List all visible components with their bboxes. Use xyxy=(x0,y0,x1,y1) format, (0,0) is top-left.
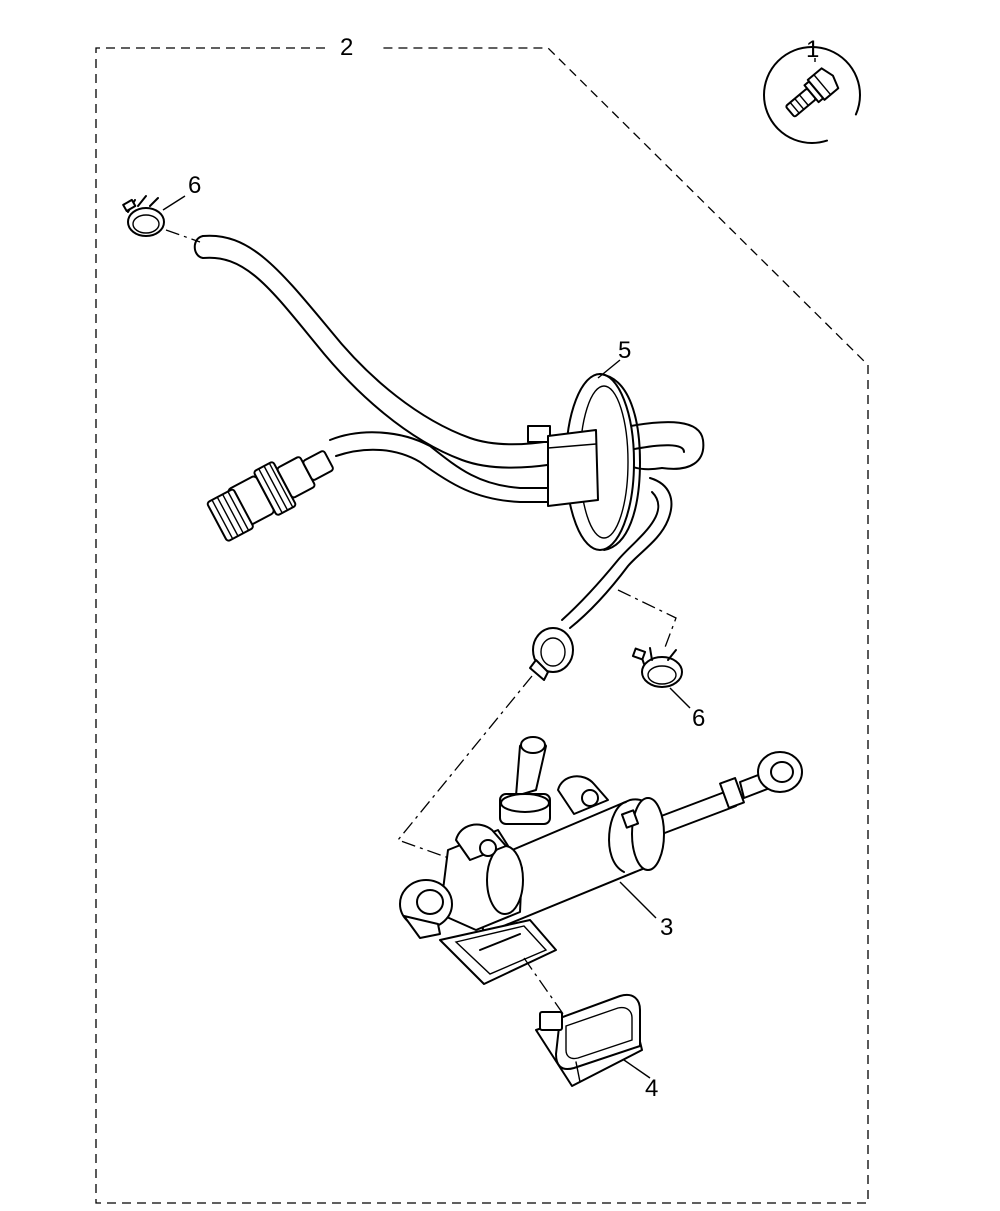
leader-5 xyxy=(597,359,621,379)
hose-clip-lower-icon xyxy=(631,647,683,688)
connector-alignment xyxy=(523,957,567,1019)
clip-upper-alignment xyxy=(165,229,201,243)
slave-cylinder-icon xyxy=(399,736,803,985)
callout-5: 5 xyxy=(618,337,631,364)
kit-boundary xyxy=(95,47,869,1204)
callout-6-upper: 6 xyxy=(188,172,201,199)
connector-icon xyxy=(535,994,643,1087)
callout-4: 4 xyxy=(645,1075,658,1102)
bolt-icon xyxy=(763,46,861,144)
callout-1: 1 xyxy=(806,36,819,63)
clip-lower-alignment xyxy=(617,589,677,651)
hose-harness-assembly-icon xyxy=(193,234,705,681)
leader-6-upper xyxy=(162,195,186,211)
callout-3: 3 xyxy=(660,914,673,941)
fitting-alignment xyxy=(396,675,533,863)
callout-6-lower: 6 xyxy=(692,705,705,732)
callout-2: 2 xyxy=(340,34,353,61)
hose-clip-upper-icon xyxy=(122,195,165,237)
leader-6-lower xyxy=(669,687,691,709)
leader-4 xyxy=(623,1059,651,1079)
leader-3 xyxy=(619,881,657,919)
